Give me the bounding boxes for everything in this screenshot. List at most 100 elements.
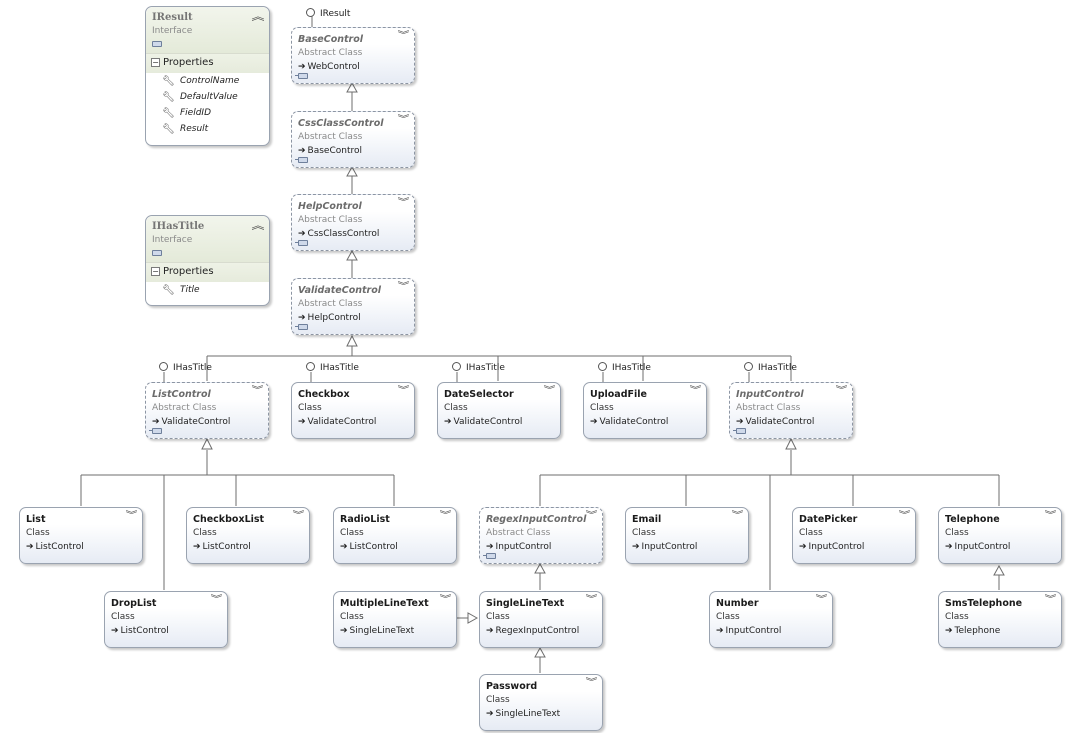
expand-chevron-icon[interactable]: ︾ <box>292 511 305 521</box>
properties-section-header[interactable]: − Properties <box>146 53 269 73</box>
expand-chevron-icon[interactable]: ︾ <box>210 595 223 605</box>
class-base: ➔InputControl <box>945 542 1011 552</box>
lollipop-checkbox: IHasTitle <box>306 362 359 373</box>
class-kind: Abstract Class <box>152 403 217 413</box>
class-kind: Abstract Class <box>736 403 801 413</box>
class-kind: Class <box>111 612 135 622</box>
expand-chevron-icon[interactable]: ︾ <box>815 595 828 605</box>
arrow-listcontrol <box>201 437 213 450</box>
expand-chevron-icon[interactable]: ︾ <box>397 282 410 292</box>
class-validatecontrol[interactable]: ValidateControl ︾ Abstract Class ➔HelpCo… <box>291 278 415 335</box>
class-listcontrol[interactable]: ListControl ︾ Abstract Class ➔ValidateCo… <box>145 382 269 439</box>
class-uploadfile[interactable]: UploadFile ︾ Class ➔ValidateControl <box>583 382 707 439</box>
class-regexinputcontrol[interactable]: RegexInputControl ︾ Abstract Class ➔Inpu… <box>479 507 603 564</box>
class-base: ➔InputControl <box>486 542 552 552</box>
lollipop-inputcontrol: IHasTitle <box>744 362 797 373</box>
inherits-arrow-icon: ➔ <box>340 542 348 552</box>
expand-chevron-icon[interactable]: ︾ <box>397 386 410 396</box>
inherits-arrow-icon: ➔ <box>298 229 306 239</box>
property-item[interactable]: 🔧︎DefaultValue <box>162 92 238 103</box>
class-base: ➔ListControl <box>193 542 251 552</box>
expand-chevron-icon[interactable]: ︾ <box>835 386 848 396</box>
class-singlelinetext[interactable]: SingleLineText ︾ Class ➔RegexInputContro… <box>479 591 603 648</box>
class-kind: Abstract Class <box>298 299 363 309</box>
expand-chevron-icon[interactable]: ︾ <box>543 386 556 396</box>
inherits-arrow-icon: ➔ <box>945 542 953 552</box>
interface-title: IHasTitle <box>152 221 205 232</box>
expand-chevron-icon[interactable]: ︾ <box>439 595 452 605</box>
expand-chevron-icon[interactable]: ︾ <box>397 198 410 208</box>
collapse-minus-icon[interactable]: − <box>151 267 160 276</box>
class-cssclasscontrol[interactable]: CssClassControl ︾ Abstract Class ➔BaseCo… <box>291 111 415 168</box>
class-number[interactable]: Number ︾ Class ➔InputControl <box>709 591 833 648</box>
class-icon <box>483 553 496 559</box>
interface-lollipop-icon <box>744 362 753 371</box>
expand-chevron-icon[interactable]: ︾ <box>585 595 598 605</box>
class-radiolist[interactable]: RadioList ︾ Class ➔ListControl <box>333 507 457 564</box>
inherits-arrow-icon: ➔ <box>486 626 494 636</box>
expand-chevron-icon[interactable]: ︾ <box>125 511 138 521</box>
interface-header <box>146 7 269 53</box>
expand-chevron-icon[interactable]: ︾ <box>1044 511 1057 521</box>
inherits-arrow-icon: ➔ <box>298 62 306 72</box>
class-title: Number <box>716 598 759 609</box>
expand-chevron-icon[interactable]: ︾ <box>585 511 598 521</box>
class-kind: Class <box>340 528 364 538</box>
interface-iresult[interactable]: IResult Interface ︽ − Properties 🔧︎Contr… <box>145 6 270 146</box>
property-item[interactable]: 🔧︎FieldID <box>162 108 212 119</box>
properties-label: Properties <box>163 57 214 68</box>
class-title: InputControl <box>736 389 804 400</box>
class-kind: Class <box>340 612 364 622</box>
class-icon <box>733 428 746 434</box>
class-base: ➔ValidateControl <box>298 417 377 427</box>
class-list[interactable]: List ︾ Class ➔ListControl <box>19 507 143 564</box>
expand-chevron-icon[interactable]: ︾ <box>397 115 410 125</box>
class-kind: Class <box>193 528 217 538</box>
collapse-minus-icon[interactable]: − <box>151 58 160 67</box>
class-helpcontrol[interactable]: HelpControl ︾ Abstract Class ➔CssClassCo… <box>291 194 415 251</box>
interface-lollipop-icon <box>159 362 168 371</box>
class-base: ➔SingleLineText <box>340 626 415 636</box>
class-checkboxlist[interactable]: CheckboxList ︾ Class ➔ListControl <box>186 507 310 564</box>
class-title: ValidateControl <box>298 285 382 296</box>
wrench-icon: 🔧︎ <box>162 76 175 87</box>
class-droplist[interactable]: DropList ︾ Class ➔ListControl <box>104 591 228 648</box>
class-email[interactable]: Email ︾ Class ➔InputControl <box>625 507 749 564</box>
expand-chevron-icon[interactable]: ︾ <box>689 386 702 396</box>
class-title: Telephone <box>945 514 1000 525</box>
class-title: ListControl <box>152 389 211 400</box>
property-item[interactable]: 🔧︎ControlName <box>162 76 240 87</box>
inherits-arrow-icon: ➔ <box>298 313 306 323</box>
interface-ihastitle[interactable]: IHasTitle Interface ︽ − Properties 🔧︎Tit… <box>145 215 270 306</box>
class-base: ➔InputControl <box>799 542 865 552</box>
expand-chevron-icon[interactable]: ︾ <box>1044 595 1057 605</box>
arrow-singlelinetext-from-password <box>534 646 546 658</box>
arrow-singlelinetext-from-multiline <box>467 612 479 624</box>
class-inputcontrol[interactable]: InputControl ︾ Abstract Class ➔ValidateC… <box>729 382 853 439</box>
property-item[interactable]: 🔧︎Title <box>162 285 200 296</box>
class-basecontrol[interactable]: BaseControl ︾ Abstract Class ➔WebControl <box>291 27 415 84</box>
class-title: DateSelector <box>444 389 514 400</box>
class-smstelephone[interactable]: SmsTelephone ︾ Class ➔Telephone <box>938 591 1062 648</box>
class-password[interactable]: Password ︾ Class ➔SingleLineText <box>479 674 603 731</box>
class-dateselector[interactable]: DateSelector ︾ Class ➔ValidateControl <box>437 382 561 439</box>
property-item[interactable]: 🔧︎Result <box>162 124 209 135</box>
inherits-arrow-icon: ➔ <box>444 417 452 427</box>
expand-chevron-icon[interactable]: ︾ <box>898 511 911 521</box>
expand-chevron-icon[interactable]: ︾ <box>397 31 410 41</box>
class-datepicker[interactable]: DatePicker ︾ Class ➔InputControl <box>792 507 916 564</box>
class-kind: Class <box>486 695 510 705</box>
inherits-arrow-icon: ➔ <box>590 417 598 427</box>
expand-chevron-icon[interactable]: ︾ <box>251 386 264 396</box>
expand-chevron-icon[interactable]: ︾ <box>731 511 744 521</box>
class-multiplelinetext[interactable]: MultipleLineText ︾ Class ➔SingleLineText <box>333 591 457 648</box>
collapse-chevron-icon[interactable]: ︽ <box>251 12 265 23</box>
properties-section-header[interactable]: − Properties <box>146 262 269 282</box>
class-checkbox[interactable]: Checkbox ︾ Class ➔ValidateControl <box>291 382 415 439</box>
class-telephone[interactable]: Telephone ︾ Class ➔InputControl <box>938 507 1062 564</box>
class-icon <box>149 428 162 434</box>
expand-chevron-icon[interactable]: ︾ <box>585 678 598 688</box>
collapse-chevron-icon[interactable]: ︽ <box>251 221 265 232</box>
class-kind: Abstract Class <box>298 48 363 58</box>
expand-chevron-icon[interactable]: ︾ <box>439 511 452 521</box>
